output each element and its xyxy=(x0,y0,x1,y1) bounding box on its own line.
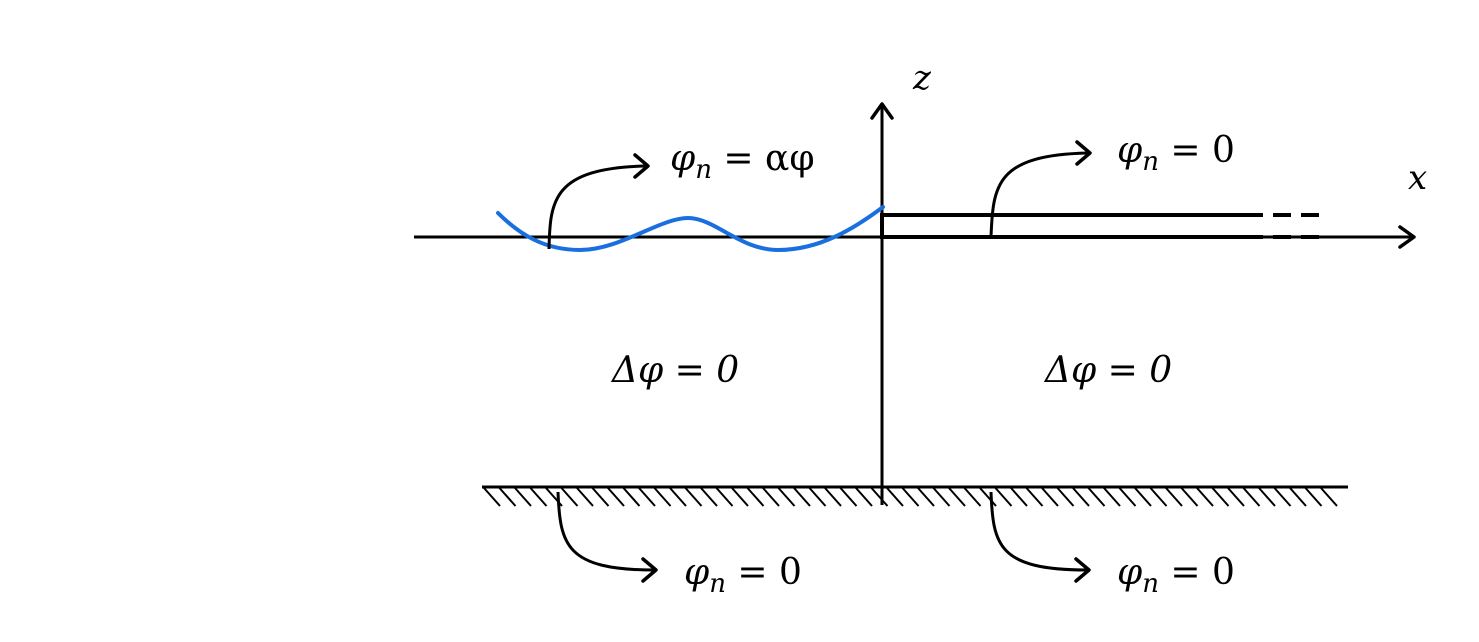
x-axis-label: x xyxy=(1408,158,1427,198)
hatch-mark xyxy=(808,487,827,507)
hatch-mark xyxy=(1273,487,1292,507)
z-axis-arrowhead xyxy=(870,102,894,120)
hatch-mark xyxy=(514,487,532,507)
hatch-mark xyxy=(886,487,904,507)
hatch-mark xyxy=(591,487,610,507)
hatch-mark xyxy=(1087,487,1106,507)
hatch-mark xyxy=(669,487,687,507)
x-axis-arrowhead xyxy=(1398,225,1416,249)
hatch-mark xyxy=(653,487,672,507)
hatch-mark xyxy=(917,487,935,507)
seabed xyxy=(482,485,1348,507)
hatch-mark xyxy=(483,487,501,507)
hatch-mark xyxy=(762,487,780,507)
bottom-left-condition: φn = 0 xyxy=(684,552,802,599)
hatch-mark xyxy=(1134,487,1152,507)
hatch-mark xyxy=(1304,487,1323,507)
pointer-plate xyxy=(989,140,1092,238)
free-surface-condition: φn = αφ xyxy=(670,138,815,185)
hatch-mark xyxy=(839,487,858,507)
hatch-mark xyxy=(1056,487,1075,507)
x-axis: x xyxy=(414,158,1427,249)
hatch-mark xyxy=(1211,487,1230,507)
hatch-mark xyxy=(1103,487,1121,507)
hatch-mark xyxy=(855,487,873,507)
hatch-mark xyxy=(576,487,594,507)
hatch-mark xyxy=(700,487,718,507)
elastic-plate xyxy=(880,213,1322,239)
hatch-mark xyxy=(498,487,517,507)
hatch-mark xyxy=(1227,487,1245,507)
hatch-mark xyxy=(560,487,579,507)
hatch-mark xyxy=(824,487,842,507)
hatch-mark xyxy=(870,487,889,507)
pointer-bottom-right xyxy=(989,491,1091,583)
hatch-mark xyxy=(638,487,656,507)
hatch-mark xyxy=(932,487,951,507)
hatch-mark xyxy=(1010,487,1028,507)
hatch-mark xyxy=(1041,487,1059,507)
plate-condition: φn = 0 xyxy=(1117,130,1235,177)
hatch-mark xyxy=(529,487,548,507)
pointer-free-surface xyxy=(547,153,650,250)
hatch-mark xyxy=(715,487,734,507)
hatch-mark xyxy=(1072,487,1090,507)
hatch-mark xyxy=(901,487,920,507)
hatch-mark xyxy=(963,487,982,507)
hatch-mark xyxy=(1320,487,1338,507)
hatch-mark xyxy=(684,487,703,507)
hatch-mark xyxy=(1258,487,1276,507)
hatch-mark xyxy=(1196,487,1214,507)
hatch-mark xyxy=(731,487,749,507)
pointer-bottom-left xyxy=(556,491,658,583)
hatch-mark xyxy=(793,487,811,507)
hatch-mark xyxy=(1242,487,1261,507)
right-region-equation: Δφ = 0 xyxy=(1043,350,1172,391)
seabed-hatching xyxy=(483,487,1338,507)
hatch-mark xyxy=(1289,487,1307,507)
left-region-equation: Δφ = 0 xyxy=(610,350,739,391)
bottom-right-condition: φn = 0 xyxy=(1117,552,1235,599)
hatch-mark xyxy=(1025,487,1044,507)
hatch-mark xyxy=(1149,487,1168,507)
hatch-mark xyxy=(746,487,765,507)
hatch-mark xyxy=(622,487,641,507)
hatch-mark xyxy=(979,487,997,507)
hatch-mark xyxy=(1165,487,1183,507)
free-surface-wave xyxy=(496,205,885,253)
z-axis-label: z xyxy=(912,58,932,98)
hatch-mark xyxy=(607,487,625,507)
hatch-mark xyxy=(1180,487,1199,507)
hatch-mark xyxy=(994,487,1013,507)
hatch-mark xyxy=(948,487,966,507)
hatch-mark xyxy=(777,487,796,507)
z-axis: z xyxy=(870,58,932,505)
hatch-mark xyxy=(1118,487,1137,507)
